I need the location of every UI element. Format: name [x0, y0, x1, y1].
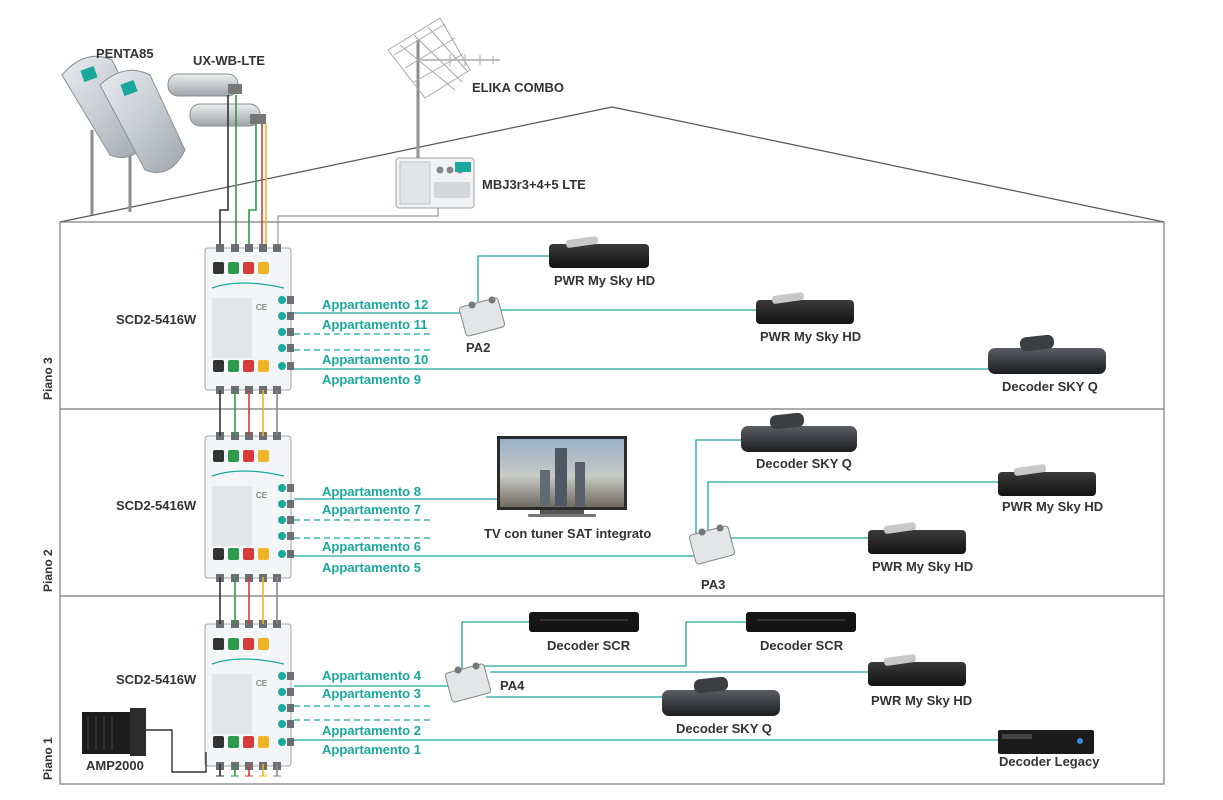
tv-icon: [497, 436, 627, 517]
svg-text:CE: CE: [256, 303, 267, 312]
sky-q-decoder-icon: [988, 334, 1106, 374]
sky-q-decoder-icon: [662, 676, 780, 716]
apt-label-9: Appartamento 9: [322, 372, 421, 387]
elika-combo-antenna-icon: [387, 17, 500, 99]
lnb-cables: [219, 95, 267, 248]
apt-label-2: Appartamento 2: [322, 723, 421, 738]
device-label-f2-2: PWR My Sky HD: [1002, 499, 1103, 514]
device-label-f3-2: PWR My Sky HD: [760, 329, 861, 344]
set-top-box-icon: [998, 464, 1096, 496]
splitter-pa2-label: PA2: [466, 340, 490, 355]
floor-label-3: Piano 3: [41, 357, 55, 400]
device-label-f2-1: Decoder SKY Q: [756, 456, 852, 471]
amp2000-amplifier-icon: [82, 708, 207, 773]
elika-combo-label: ELIKA COMBO: [472, 80, 564, 95]
svg-text:CE: CE: [256, 491, 267, 500]
set-top-box-icon: [868, 654, 966, 686]
set-top-box-icon: [549, 236, 649, 268]
apt-label-11: Appartamento 11: [322, 317, 427, 332]
tv-label: TV con tuner SAT integrato: [484, 526, 651, 541]
apt-label-7: Appartamento 7: [322, 502, 421, 517]
apt-label-4: Appartamento 4: [322, 668, 422, 683]
multiswitch-label-3: SCD2-5416W: [116, 312, 197, 327]
set-top-box-icon: [868, 522, 966, 554]
legacy-decoder-icon: [998, 730, 1094, 754]
svg-text:CE: CE: [256, 679, 267, 688]
lnb-icon: [167, 73, 266, 127]
riser-cables-3-2: [219, 390, 278, 436]
terrestrial-cable: [277, 208, 439, 248]
device-label-f3-1: PWR My Sky HD: [554, 273, 655, 288]
scr-decoder-icon: [746, 612, 856, 632]
device-label-f2-3: PWR My Sky HD: [872, 559, 973, 574]
device-label-f1-3: PWR My Sky HD: [871, 693, 972, 708]
splitter-pa3-label: PA3: [701, 577, 725, 592]
multiswitch-label-2: SCD2-5416W: [116, 498, 197, 513]
mbj-amplifier-label: MBJ3r3+4+5 LTE: [482, 177, 586, 192]
apt-label-10: Appartamento 10: [322, 352, 428, 367]
mbj-amplifier-icon: [395, 100, 475, 209]
device-label-f1-1: Decoder SCR: [547, 638, 631, 653]
splitter-pa2-icon: [458, 255, 762, 337]
house-outline: [59, 106, 1165, 785]
splitter-pa3-icon: [688, 439, 1000, 565]
floor-label-1: Piano 1: [41, 737, 55, 780]
apt-label-8: Appartamento 8: [322, 484, 421, 499]
scr-decoder-icon: [529, 612, 639, 632]
floor-label-2: Piano 2: [41, 549, 55, 592]
apt-label-1: Appartamento 1: [322, 742, 421, 757]
multiswitch-scd2-5416w-icon: CE: [204, 620, 294, 770]
amp2000-label: AMP2000: [86, 758, 144, 773]
device-label-f3-3: Decoder SKY Q: [1002, 379, 1098, 394]
apt-label-3: Appartamento 3: [322, 686, 421, 701]
multiswitch-scd2-5416w-icon: CE: [204, 432, 294, 582]
multiswitch-scd2-5416w-icon: CE: [204, 244, 294, 394]
device-label-f1-2: Decoder SCR: [760, 638, 844, 653]
splitter-pa4-icon: [444, 621, 870, 703]
apt-label-6: Appartamento 6: [322, 539, 421, 554]
floor3-apartment-lines: [294, 312, 1008, 370]
penta85-dish-icon: [61, 55, 186, 173]
multiswitch-label-1: SCD2-5416W: [116, 672, 197, 687]
lnb-label: UX-WB-LTE: [193, 53, 265, 68]
penta85-label: PENTA85: [96, 46, 154, 61]
floor2-apartment-lines: [294, 498, 700, 557]
set-top-box-icon: [756, 292, 854, 324]
apt-label-5: Appartamento 5: [322, 560, 421, 575]
splitter-pa4-label: PA4: [500, 678, 525, 693]
device-label-f1-5: Decoder Legacy: [999, 754, 1100, 769]
floor1-apartment-lines: [294, 685, 1000, 741]
riser-cables-2-1: [219, 577, 278, 624]
sky-q-decoder-icon: [741, 412, 857, 452]
device-label-f1-4: Decoder SKY Q: [676, 721, 772, 736]
bottom-terminations: [216, 764, 281, 777]
apt-label-12: Appartamento 12: [322, 297, 428, 312]
